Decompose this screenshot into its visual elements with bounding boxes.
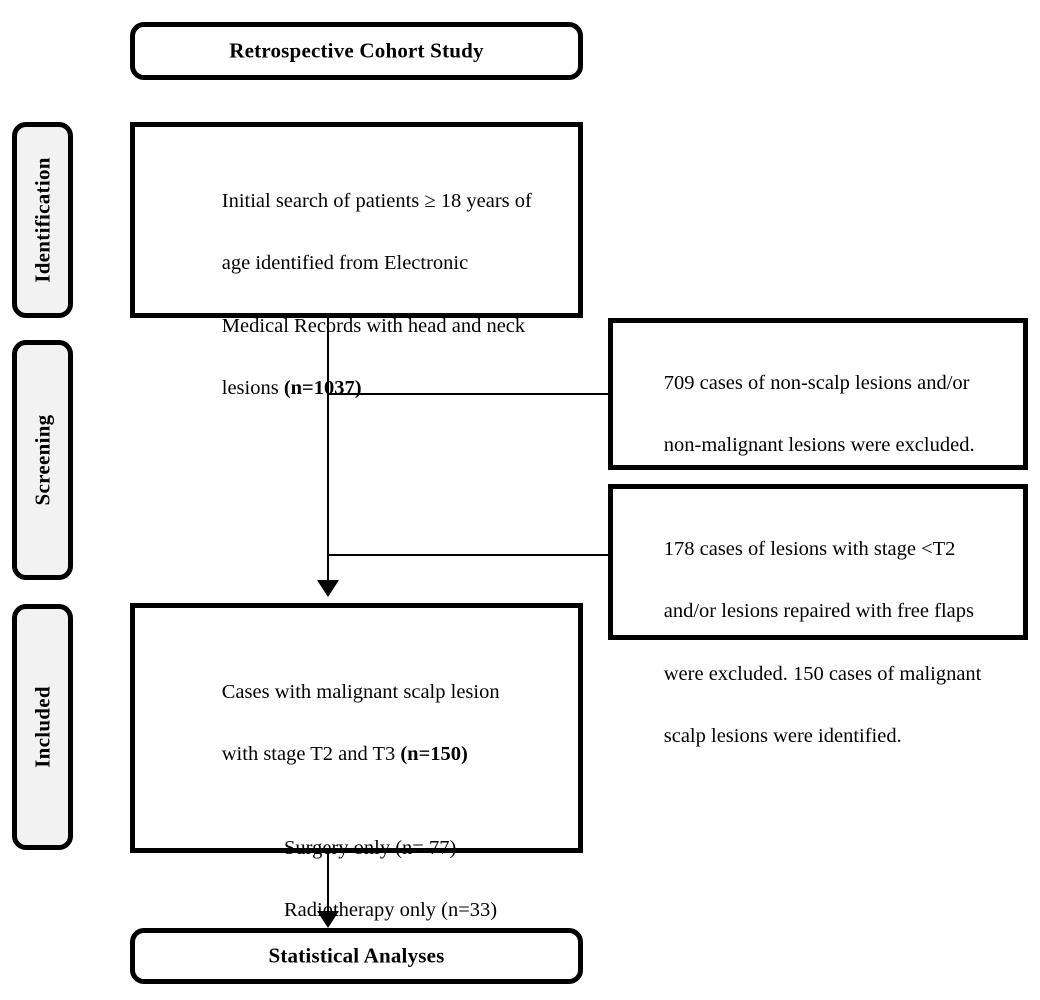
included-box: Cases with malignant scalp lesion with s… [130, 603, 583, 984]
exclusion-box-2: 178 cases of lesions with stage <T2 and/… [608, 484, 1028, 747]
exclusion-1-line-1: 709 cases of non-scalp lesions and/or [663, 372, 970, 395]
title-box-label: Retrospective Cohort Study [229, 38, 484, 63]
identification-line-3: Medical Records with head and neck [221, 314, 526, 337]
connector-branch-exclusion-2 [327, 554, 610, 556]
exclusion-2-line-3: were excluded. 150 cases of malignant [663, 662, 982, 685]
identification-box: Initial search of patients ≥ 18 years of… [130, 122, 583, 399]
connector-footer-arrowhead [317, 911, 339, 928]
identification-line-4-prefix: lesions [221, 377, 284, 400]
identification-line-1: Initial search of patients ≥ 18 years of [221, 190, 532, 213]
exclusion-box-2-text: 178 cases of lesions with stage <T2 and/… [633, 503, 1025, 783]
exclusion-1-line-2: non-malignant lesions were excluded. [663, 434, 975, 457]
exclusion-box-1: 709 cases of non-scalp lesions and/or no… [608, 318, 1028, 581]
connector-to-footer [327, 853, 329, 911]
connector-main-arrowhead [317, 580, 339, 597]
stage-identification: Identification [12, 122, 73, 318]
included-subgroup-surgery-only: Surgery only (n= 77) [284, 836, 457, 859]
included-subgroup-radiotherapy-only: Radiotherapy only (n=33) [284, 899, 498, 922]
exclusion-2-line-1: 178 cases of lesions with stage <T2 [663, 538, 956, 561]
included-line-1: Cases with malignant scalp lesion [221, 681, 500, 704]
footer-box-label: Statistical Analyses [268, 943, 445, 968]
exclusion-2-line-2: and/or lesions repaired with free flaps [663, 600, 974, 623]
stage-identification-label: Identification [30, 157, 54, 283]
stage-included: Included [12, 604, 73, 850]
included-total-count: (n=150) [400, 743, 468, 766]
identification-total-count: (n=1037) [283, 377, 362, 400]
stage-included-label: Included [30, 686, 54, 768]
identification-box-text: Initial search of patients ≥ 18 years of… [191, 155, 561, 435]
stage-screening: Screening [12, 340, 73, 580]
connector-branch-exclusion-1 [327, 393, 610, 395]
connector-main-trunk [327, 318, 329, 580]
identification-line-2: age identified from Electronic [221, 252, 469, 275]
title-box: Retrospective Cohort Study [130, 22, 583, 80]
stage-screening-label: Screening [30, 414, 54, 506]
exclusion-2-line-4: scalp lesions were identified. [663, 725, 902, 748]
included-line-2-prefix: with stage T2 and T3 [221, 743, 401, 766]
footer-box: Statistical Analyses [130, 928, 583, 984]
